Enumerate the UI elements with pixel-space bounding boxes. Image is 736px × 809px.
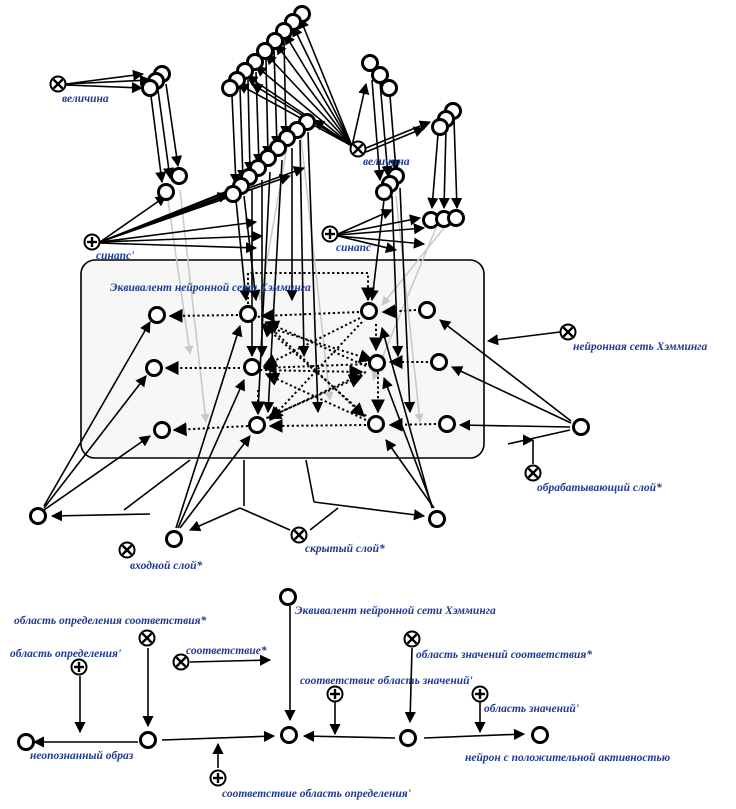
label-input-layer: входной слой*	[130, 559, 202, 572]
neuron-node	[438, 415, 456, 433]
label-unrecognized-image: неопознанный образ	[30, 749, 134, 762]
neuron-node	[148, 306, 166, 324]
neuron-node	[248, 416, 266, 434]
label-sinaps-2: синапс'	[336, 242, 374, 254]
neuron-node	[531, 726, 549, 744]
times-icon	[138, 629, 156, 647]
label-match: соответствие*	[186, 645, 267, 657]
inner-dotted-edges	[164, 272, 437, 437]
neuron-node	[243, 358, 261, 376]
times-icon	[524, 464, 542, 482]
plus-icon	[209, 769, 227, 787]
label-hamming-net: нейронная сеть Хэмминга	[573, 340, 707, 353]
label-domain: область определения'	[10, 648, 121, 660]
neuron-node	[428, 510, 446, 528]
label-velichina-2: величина	[363, 156, 410, 168]
times-icon	[118, 541, 136, 559]
bottom-edges	[32, 606, 526, 768]
labels: величина величина синапс' синапс' Эквива…	[10, 93, 707, 800]
neuron-node	[572, 418, 590, 436]
neuron-node	[170, 167, 188, 185]
times-icon	[49, 75, 67, 93]
label-range-of-match: область значений соответствия*	[416, 648, 592, 661]
neuron-node	[371, 66, 389, 84]
times-icon	[349, 140, 367, 158]
neuron-node	[280, 726, 298, 744]
neuron-node	[139, 731, 157, 749]
label-sinaps-1: синапс'	[96, 250, 134, 262]
neuron-node	[165, 530, 183, 548]
neuron-node	[380, 79, 398, 97]
neuron-node	[431, 118, 449, 136]
label-range: область значений'	[484, 702, 579, 715]
plus-icon	[326, 685, 344, 703]
times-icon	[403, 630, 421, 648]
label-processing-layer: обрабатывающий слой*	[537, 481, 662, 494]
plus-icon	[70, 658, 88, 676]
neuron-node	[399, 729, 417, 747]
neuron-node	[29, 507, 47, 525]
neuron-node	[153, 421, 171, 439]
label-hamming-equivalent-bottom: Эквивалент нейронной сети Хэмминга	[295, 604, 496, 617]
outer-edges	[43, 319, 572, 532]
neuron-node	[224, 185, 242, 203]
label-neuron-positive: нейрон с положительной активностью	[465, 751, 670, 764]
plus-icon	[321, 225, 339, 243]
label-domain-of-match: область определения соответствия*	[14, 615, 207, 627]
neuron-node	[361, 54, 379, 72]
neuron-node	[367, 415, 385, 433]
neuron-node	[375, 183, 393, 201]
neuron-node	[418, 301, 436, 319]
neuron-nodes	[17, 5, 590, 751]
times-icon	[559, 323, 577, 341]
neuron-node	[279, 588, 297, 606]
neuron-node	[239, 305, 257, 323]
neuron-node	[430, 353, 448, 371]
label-hidden-layer: скрытый слой*	[305, 542, 385, 555]
times-icon	[290, 526, 308, 544]
neuron-node	[447, 209, 465, 227]
label-velichina-1: величина	[62, 93, 109, 105]
neuron-node	[157, 183, 175, 201]
neuron-node	[256, 42, 274, 60]
label-match-range: соответствие область значений'	[300, 674, 473, 687]
plus-icon	[471, 685, 489, 703]
neuron-node	[360, 302, 378, 320]
label-hamming-equivalent-box: Эквивалент нейронной сети Хэмминга	[110, 281, 311, 294]
neuron-node	[145, 359, 163, 377]
label-match-domain: соответствие область определения'	[222, 788, 411, 800]
neuron-node	[368, 354, 386, 372]
neuron-node	[221, 79, 239, 97]
plus-icon	[83, 233, 101, 251]
neuron-node	[141, 79, 159, 97]
neuron-node	[17, 733, 35, 751]
